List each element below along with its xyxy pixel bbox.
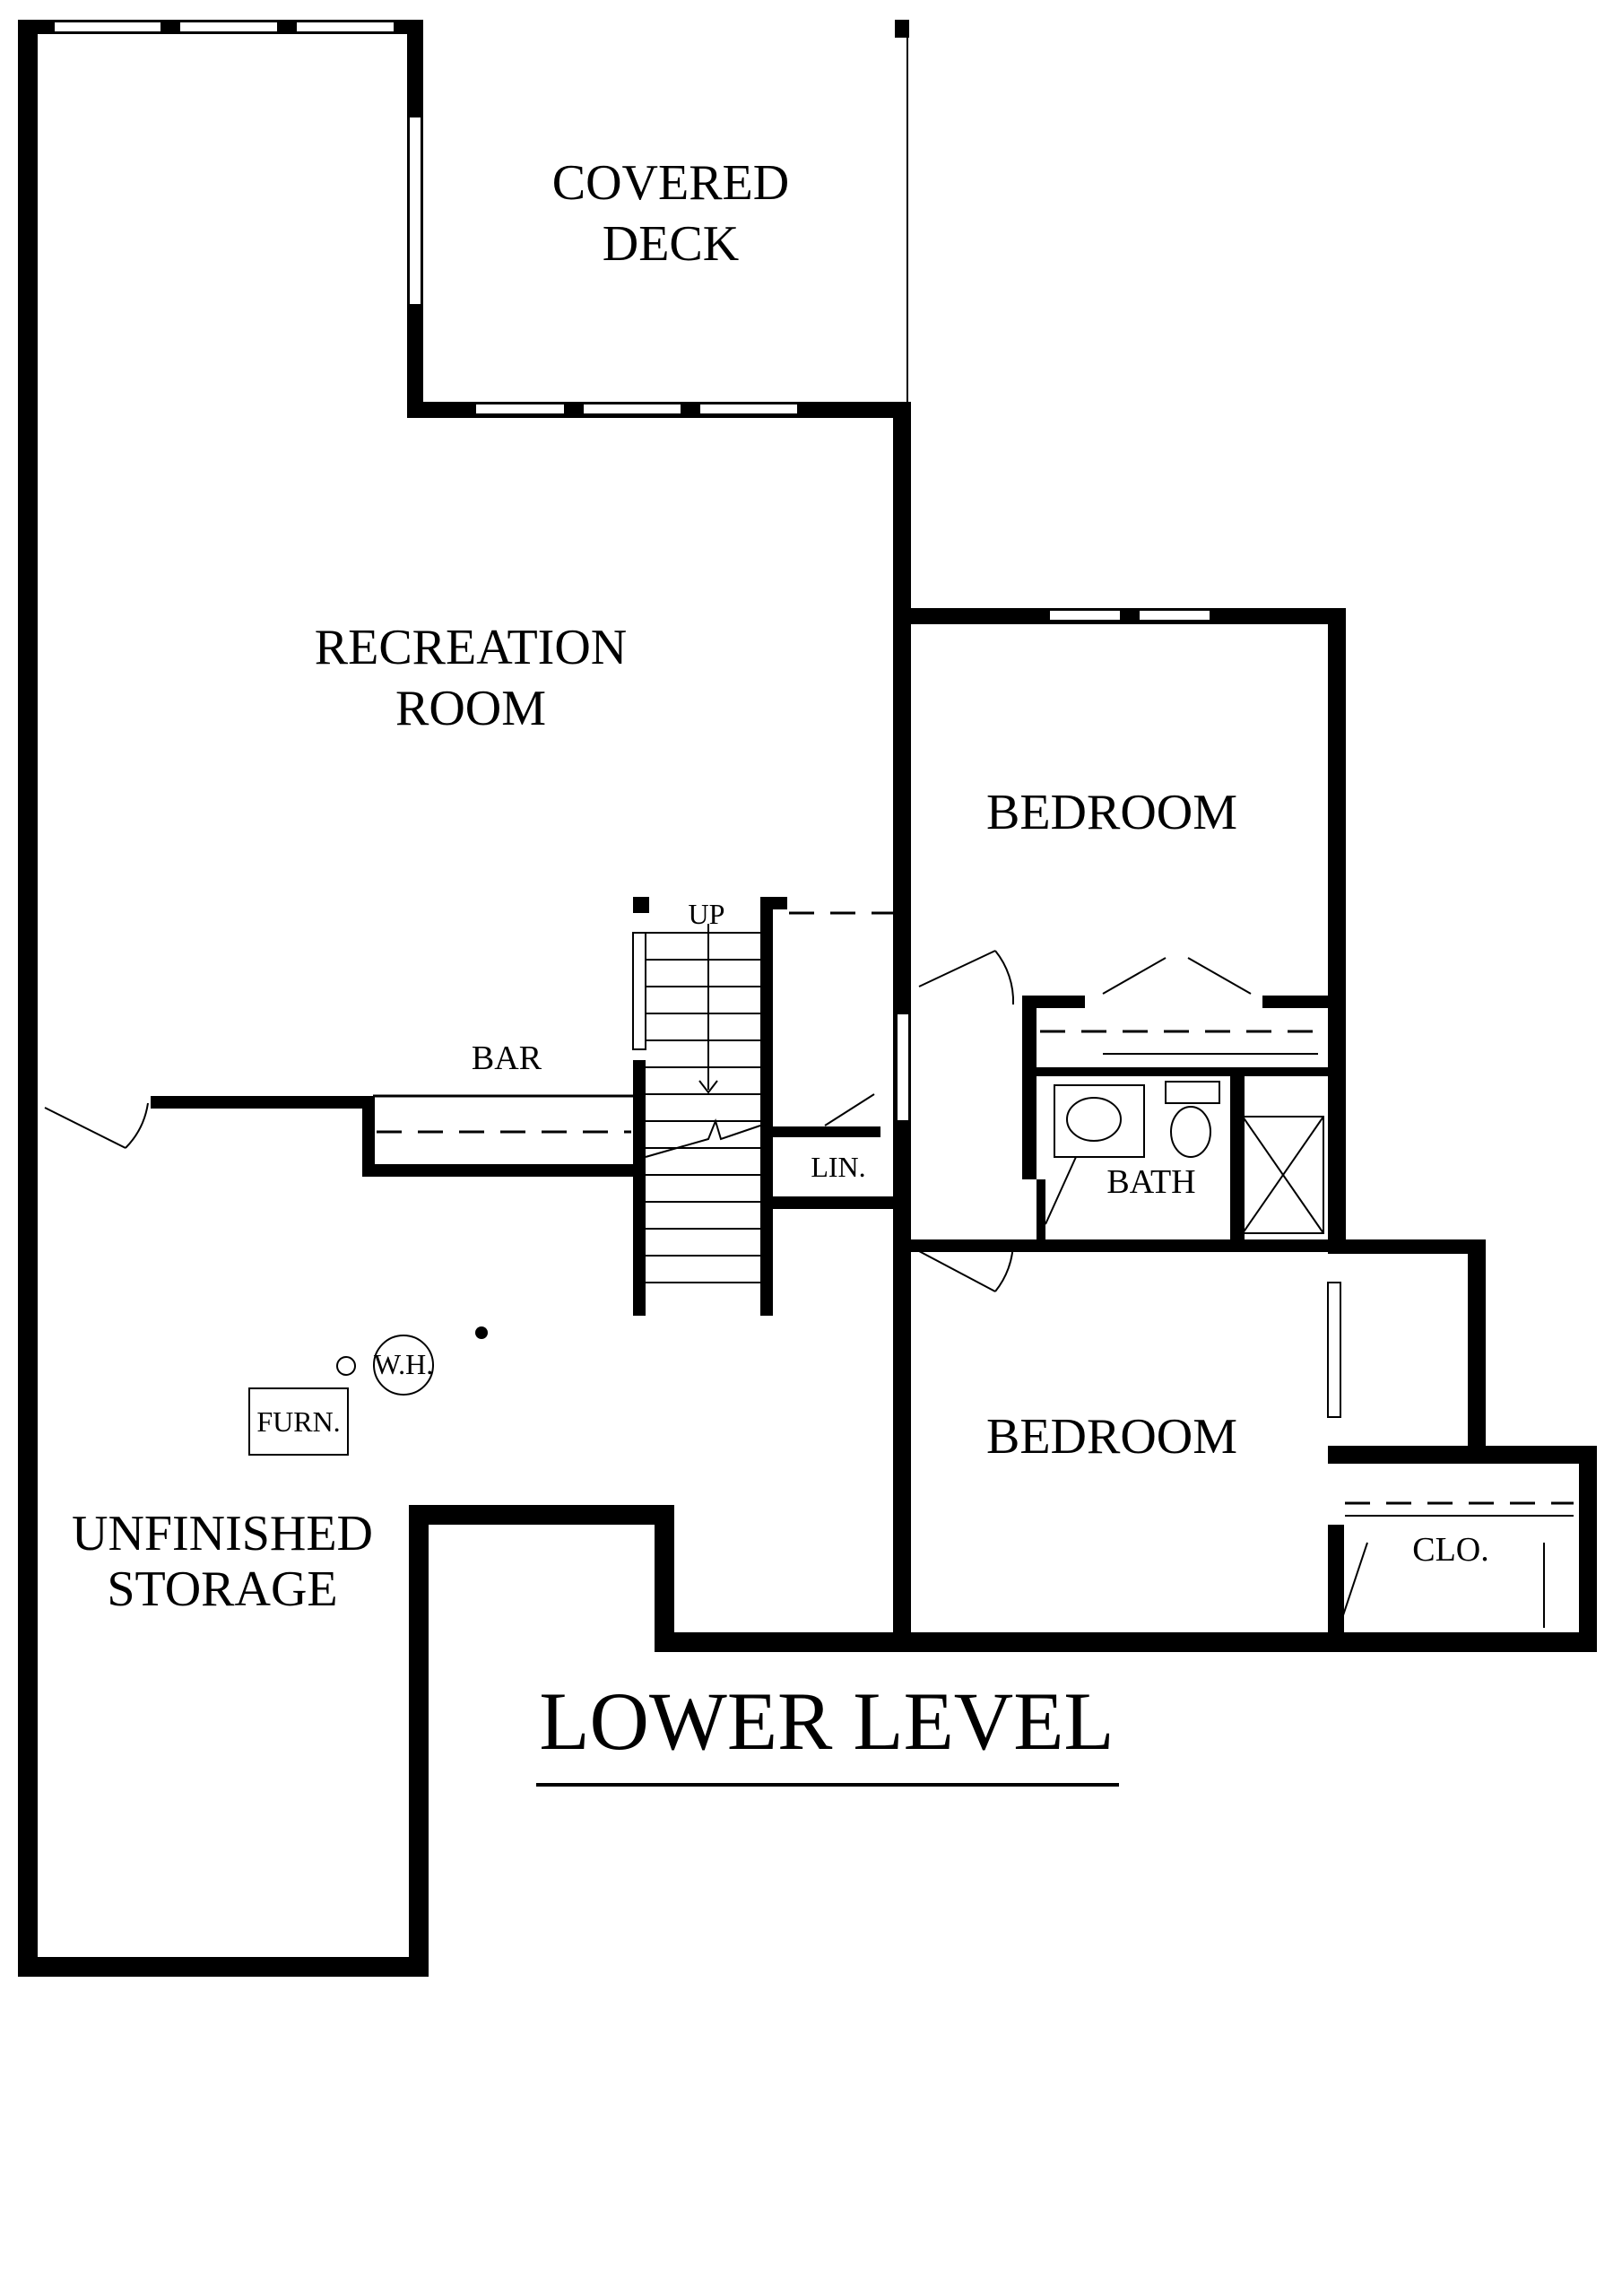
doors <box>44 911 1574 1628</box>
recreation-room-label-line1: RECREATION <box>315 620 627 675</box>
linen-label: LIN. <box>811 1151 865 1183</box>
stairs-up-label: UP <box>689 898 725 930</box>
furnace-label: FURN. <box>256 1405 340 1438</box>
bar-counter <box>373 1094 633 1134</box>
bar-label: BAR <box>472 1039 542 1077</box>
windows <box>53 21 1341 1418</box>
covered-deck-label-line2: DECK <box>603 216 739 272</box>
closet-label: CLO. <box>1412 1531 1489 1569</box>
mechanical <box>248 1335 434 1456</box>
bath-label: BATH <box>1106 1163 1195 1201</box>
stairs <box>645 924 761 1283</box>
plan-title: LOWER LEVEL <box>539 1675 1114 1767</box>
covered-deck-label-line1: COVERED <box>552 155 789 211</box>
water-heater-label: W.H. <box>374 1348 433 1380</box>
unfinished-storage-label-line1: UNFINISHED <box>72 1506 373 1561</box>
bedroom-upper-label: BEDROOM <box>986 785 1237 840</box>
bedroom-lower-label: BEDROOM <box>986 1409 1237 1465</box>
bath-fixtures <box>1054 1081 1324 1234</box>
recreation-room-label-line2: ROOM <box>395 681 546 736</box>
unfinished-storage-label-line2: STORAGE <box>107 1561 337 1617</box>
